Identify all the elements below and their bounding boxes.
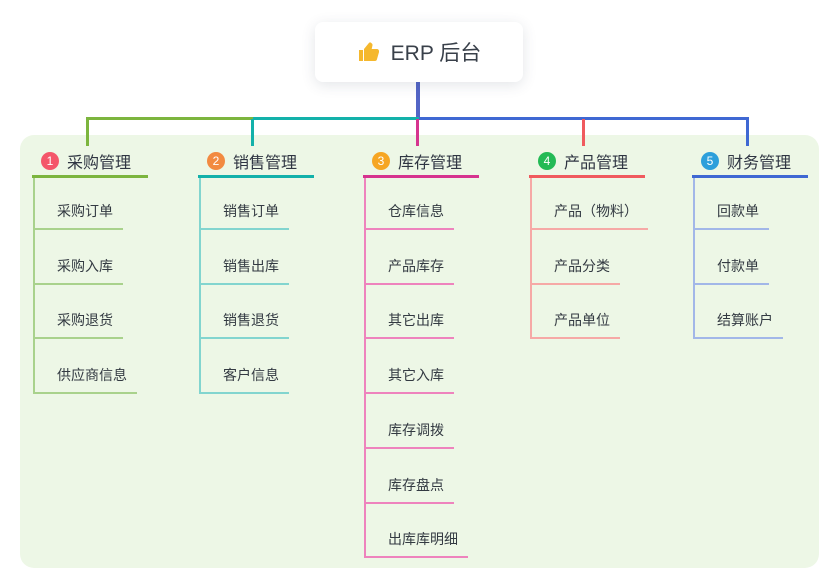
child-node[interactable]: 采购入库 [33, 253, 123, 285]
drop-line-3 [416, 119, 419, 146]
child-node[interactable]: 产品库存 [364, 253, 454, 285]
child-node[interactable]: 采购退货 [33, 307, 123, 339]
branch-number-badge: 2 [207, 151, 225, 170]
child-node[interactable]: 出库库明细 [364, 526, 468, 558]
child-node[interactable]: 仓库信息 [364, 198, 454, 230]
child-node[interactable]: 销售订单 [199, 198, 289, 230]
child-node[interactable]: 其它出库 [364, 307, 454, 339]
bus-segment-2 [253, 117, 419, 120]
child-node[interactable]: 其它入库 [364, 362, 454, 394]
bus-segment-1 [86, 117, 253, 120]
branch-title: 库存管理 [398, 154, 463, 172]
root-node[interactable]: ERP 后台 [315, 22, 523, 82]
branch-node[interactable]: 4 产品管理 [529, 146, 645, 178]
child-node[interactable]: 销售退货 [199, 307, 289, 339]
branch-spine-line [693, 178, 695, 339]
branch-title: 销售管理 [233, 154, 298, 172]
drop-line-5 [746, 119, 749, 146]
child-node[interactable]: 产品单位 [530, 307, 620, 339]
branches-background-panel [20, 135, 819, 568]
branch-title: 采购管理 [67, 154, 132, 172]
branch-spine-line [33, 178, 35, 394]
branch-node[interactable]: 5 财务管理 [692, 146, 808, 178]
child-node[interactable]: 采购订单 [33, 198, 123, 230]
branch-column-inventory: 3 库存管理 仓库信息 产品库存 其它出库 其它入库 库存调拨 库存盘点 出库库… [363, 146, 523, 558]
drop-line-2 [251, 119, 254, 146]
branch-title: 财务管理 [727, 154, 792, 172]
drop-line-1 [86, 119, 89, 146]
child-node[interactable]: 产品分类 [530, 253, 620, 285]
root-stem-line [416, 82, 420, 119]
root-title: ERP 后台 [390, 42, 482, 65]
child-node[interactable]: 付款单 [693, 253, 769, 285]
child-node[interactable]: 产品（物料） [530, 198, 648, 230]
branch-node[interactable]: 1 采购管理 [32, 146, 148, 178]
branch-column-purchase: 1 采购管理 采购订单 采购入库 采购退货 供应商信息 [32, 146, 192, 394]
branch-spine-line [364, 178, 366, 558]
branch-number-badge: 1 [41, 151, 59, 170]
branch-number-badge: 4 [538, 151, 556, 170]
thumbs-up-icon [358, 42, 379, 61]
branch-title: 产品管理 [564, 154, 629, 172]
branch-column-sales: 2 销售管理 销售订单 销售出库 销售退货 客户信息 [198, 146, 358, 394]
drop-line-4 [582, 119, 585, 146]
bus-segment-3 [419, 117, 749, 120]
branch-number-badge: 5 [701, 151, 719, 170]
child-node[interactable]: 回款单 [693, 198, 769, 230]
branch-spine-line [530, 178, 532, 339]
branch-node[interactable]: 2 销售管理 [198, 146, 314, 178]
branch-node[interactable]: 3 库存管理 [363, 146, 479, 178]
child-node[interactable]: 结算账户 [693, 307, 783, 339]
child-node[interactable]: 销售出库 [199, 253, 289, 285]
branch-number-badge: 3 [372, 151, 390, 170]
branch-column-product: 4 产品管理 产品（物料） 产品分类 产品单位 [529, 146, 689, 339]
child-node[interactable]: 库存调拨 [364, 417, 454, 449]
child-node[interactable]: 库存盘点 [364, 472, 454, 504]
branch-column-finance: 5 财务管理 回款单 付款单 结算账户 [692, 146, 839, 339]
child-node[interactable]: 客户信息 [199, 362, 289, 394]
branch-spine-line [199, 178, 201, 394]
child-node[interactable]: 供应商信息 [33, 362, 137, 394]
